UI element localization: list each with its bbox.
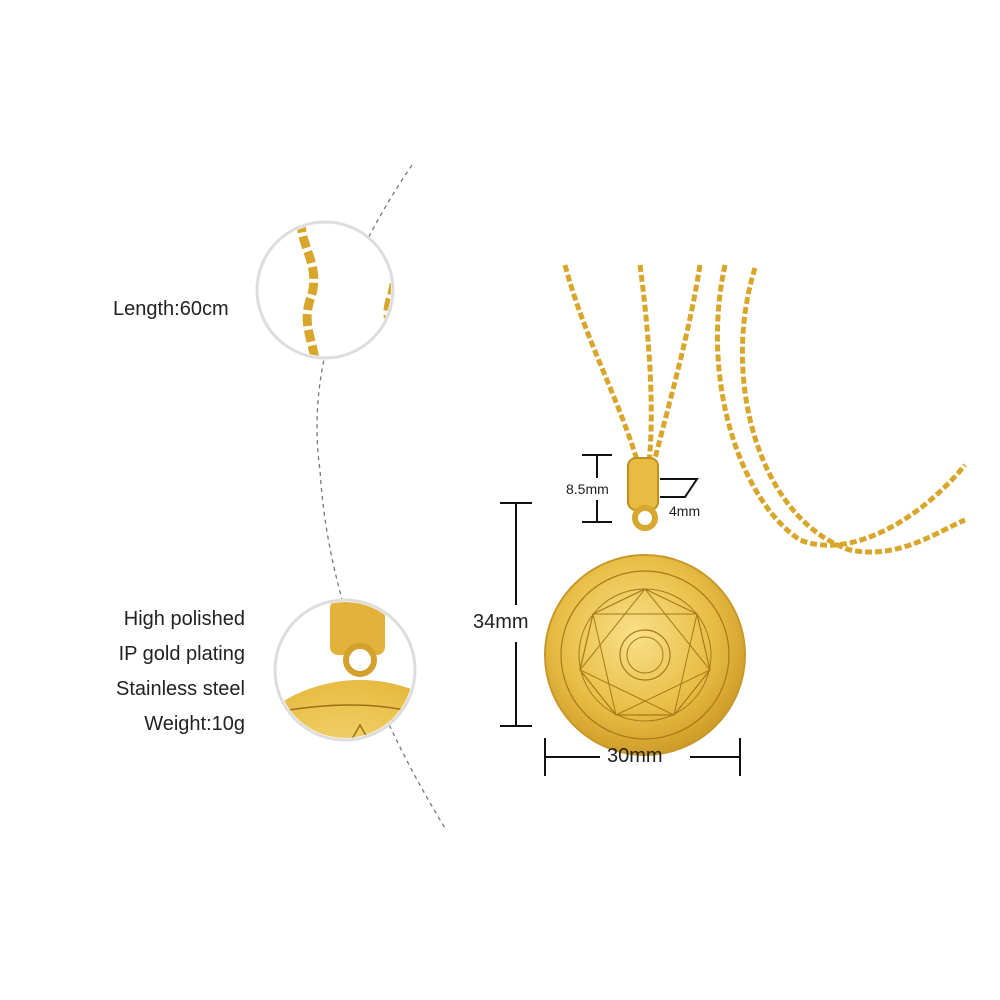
- bail-height-label: 8.5mm: [566, 481, 609, 497]
- dimension-lines: [500, 454, 741, 776]
- spec-item: IP gold plating: [118, 643, 245, 665]
- chain-length-label: Length:60cm: [113, 298, 229, 320]
- bail-width-label: 4mm: [669, 503, 701, 519]
- spec-list: High polished IP gold plating Stainless …: [116, 602, 245, 742]
- spec-item: Stainless steel: [116, 678, 245, 700]
- width-dimension-label: 30mm: [607, 745, 663, 767]
- pendant-bail: [627, 457, 659, 511]
- pendant-zoom-circle: [273, 598, 417, 742]
- spec-item: High polished: [123, 608, 245, 630]
- spec-item: Weight:10g: [144, 713, 245, 735]
- seal-pendant: [544, 554, 746, 756]
- necklace-chain: [562, 264, 967, 555]
- height-dimension-label: 34mm: [473, 611, 529, 633]
- chain-zoom-circle: [255, 220, 395, 360]
